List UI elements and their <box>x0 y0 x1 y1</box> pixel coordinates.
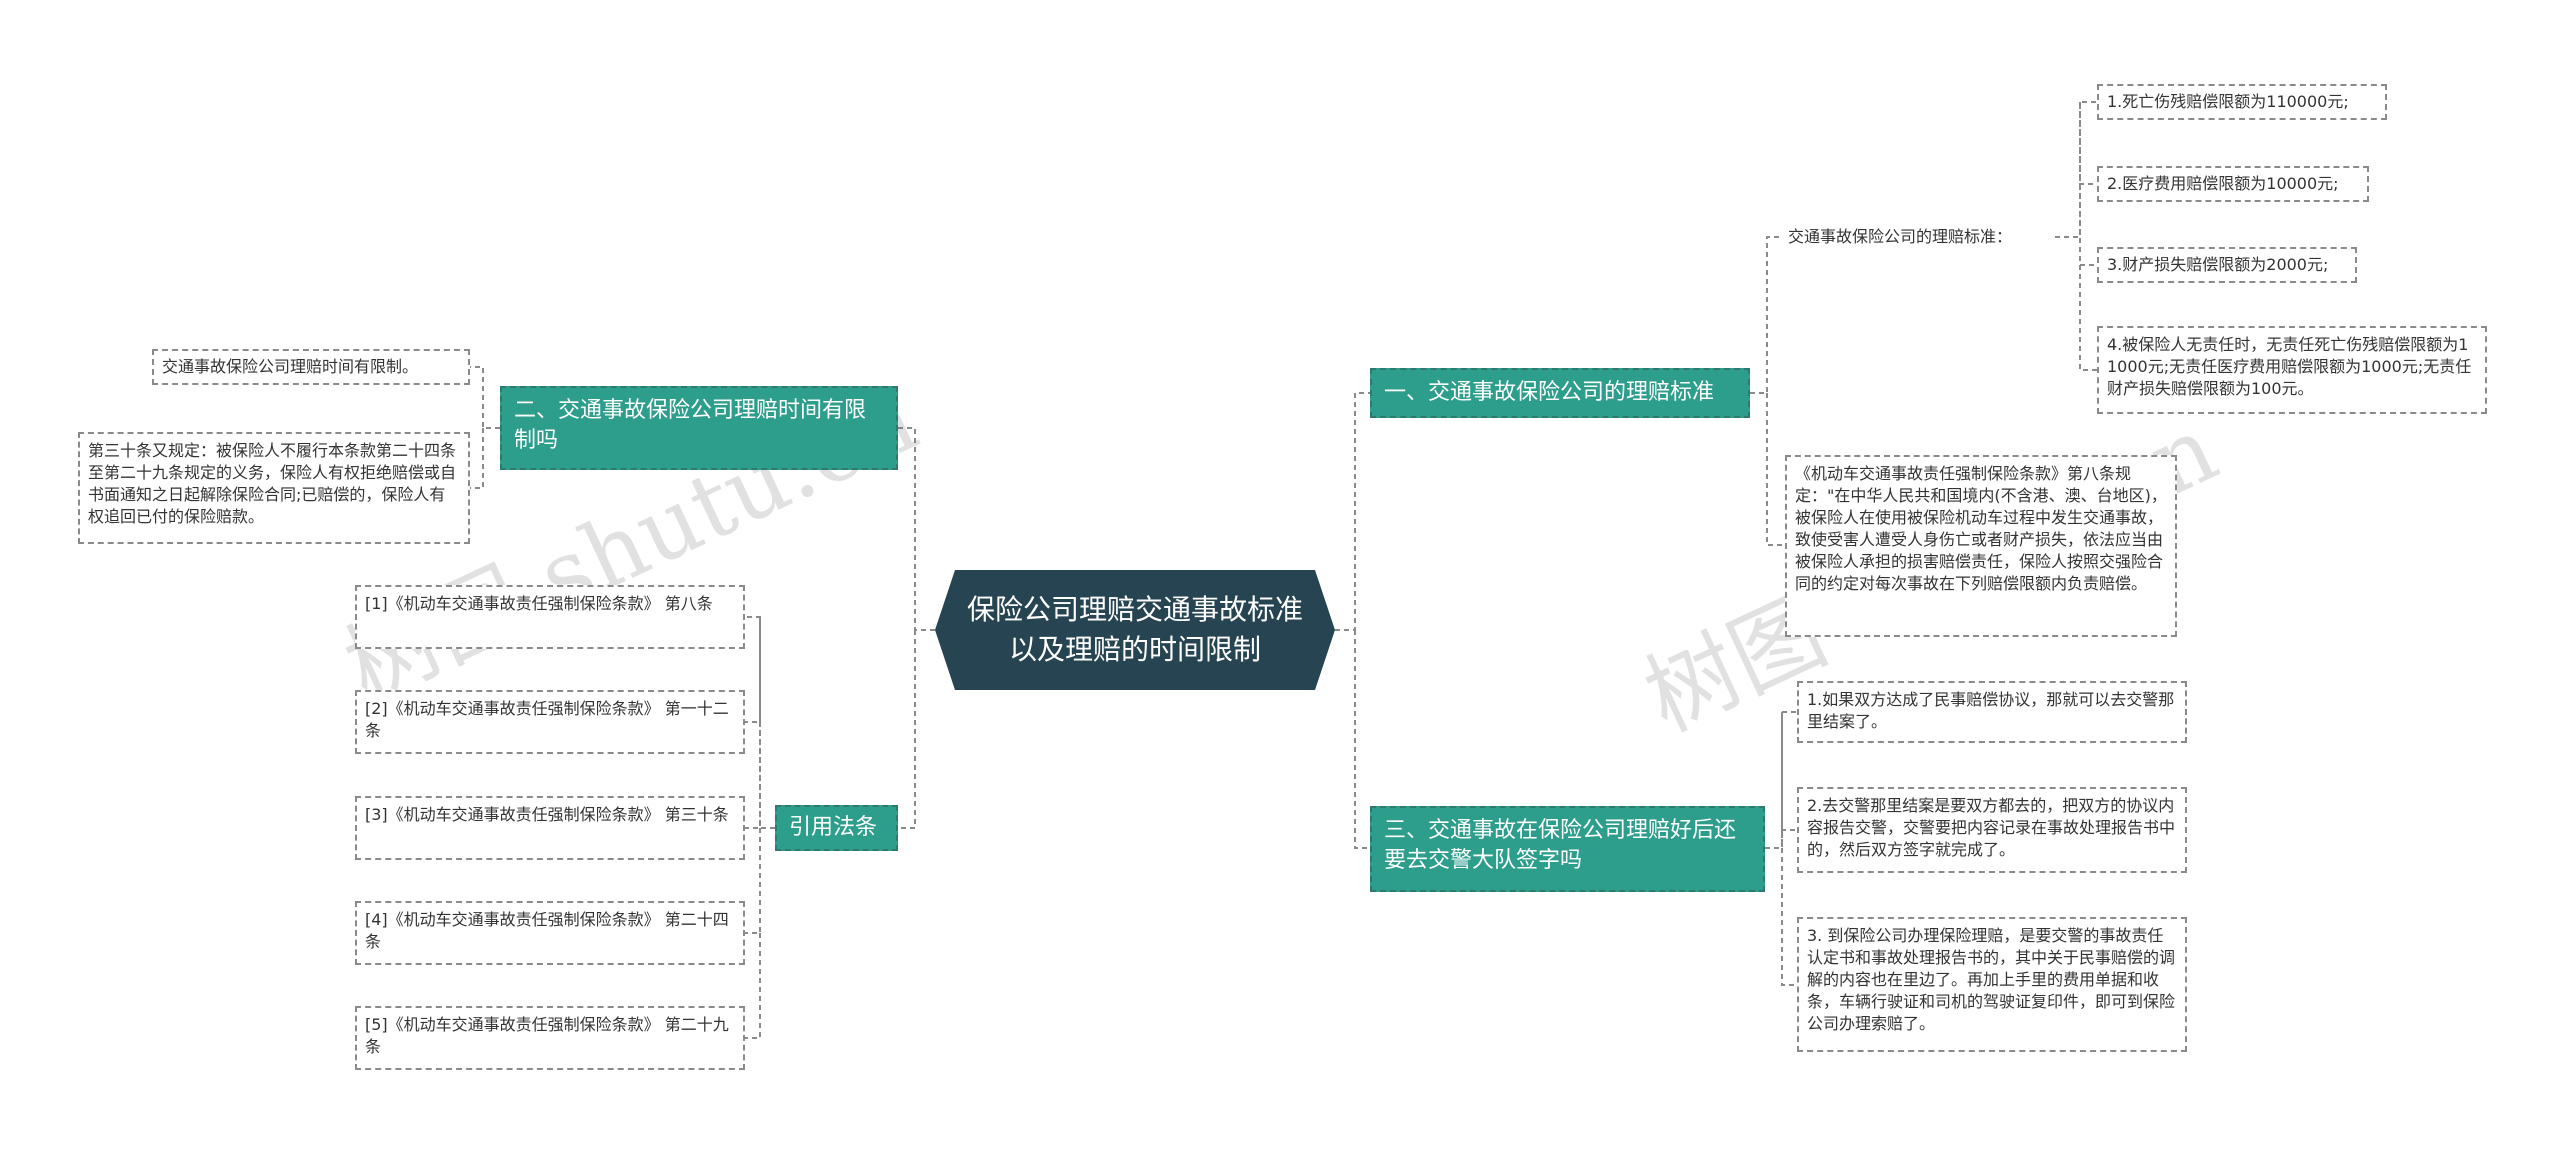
branch-cited-laws[interactable]: 引用法条 <box>775 805 898 851</box>
connector-root-branch1 <box>1335 392 1370 631</box>
root-topic[interactable]: 保险公司理赔交通事故标准以及理赔的时间限制 <box>935 570 1335 690</box>
cited-law-2[interactable]: [2]《机动车交通事故责任强制保险条款》 第一十二条 <box>355 690 745 754</box>
connector-root-refs <box>898 630 916 829</box>
cited-law-4[interactable]: [4]《机动车交通事故责任强制保险条款》 第二十四条 <box>355 901 745 965</box>
standard-item-4[interactable]: 4.被保险人无责任时，无责任死亡伤残赔偿限额为11000元;无责任医疗费用赔偿限… <box>2097 326 2487 414</box>
time-limit-item-1[interactable]: 交通事故保险公司理赔时间有限制。 <box>152 349 470 385</box>
standard-item-2[interactable]: 2.医疗费用赔偿限额为10000元; <box>2097 166 2369 202</box>
branch-traffic-police-sign[interactable]: 三、交通事故在保险公司理赔好后还要去交警大队签字吗 <box>1370 806 1765 892</box>
cited-law-3[interactable]: [3]《机动车交通事故责任强制保险条款》 第三十条 <box>355 796 745 860</box>
connector-branch3-items <box>1765 711 1797 986</box>
cited-law-1[interactable]: [1]《机动车交通事故责任强制保险条款》 第八条 <box>355 585 745 649</box>
connector-sub-items <box>2055 101 2097 371</box>
connector-refs-items <box>745 616 775 1039</box>
standard-item-1[interactable]: 1.死亡伤残赔偿限额为110000元; <box>2097 84 2387 120</box>
cited-law-5[interactable]: [5]《机动车交通事故责任强制保险条款》 第二十九条 <box>355 1006 745 1070</box>
connector-branch1-sub <box>1750 236 1780 394</box>
connector-root-branch2 <box>898 427 935 631</box>
police-step-1[interactable]: 1.如果双方达成了民事赔偿协议，那就可以去交警那里结案了。 <box>1797 681 2187 743</box>
connector-branch1-clause <box>1766 393 1785 546</box>
connector-branch2-items <box>470 366 500 489</box>
connector-root-branch3 <box>1354 630 1370 849</box>
branch-claim-time-limit[interactable]: 二、交通事故保险公司理赔时间有限制吗 <box>500 386 898 470</box>
time-limit-item-2[interactable]: 第三十条又规定：被保险人不履行本条款第二十四条至第二十九条规定的义务，保险人有权… <box>78 432 470 544</box>
sub-topic-standard-label[interactable]: 交通事故保险公司的理赔标准： <box>1780 222 2055 254</box>
police-step-3[interactable]: 3. 到保险公司办理保险理赔，是要交警的事故责任认定书和事故处理报告书的，其中关… <box>1797 917 2187 1052</box>
standard-item-3[interactable]: 3.财产损失赔偿限额为2000元; <box>2097 247 2357 283</box>
clause-article-8[interactable]: 《机动车交通事故责任强制保险条款》第八条规定："在中华人民共和国境内(不含港、澳… <box>1785 455 2177 637</box>
branch-insurance-standard[interactable]: 一、交通事故保险公司的理赔标准 <box>1370 368 1750 418</box>
police-step-2[interactable]: 2.去交警那里结案是要双方都去的，把双方的协议内容报告交警，交警要把内容记录在事… <box>1797 787 2187 873</box>
